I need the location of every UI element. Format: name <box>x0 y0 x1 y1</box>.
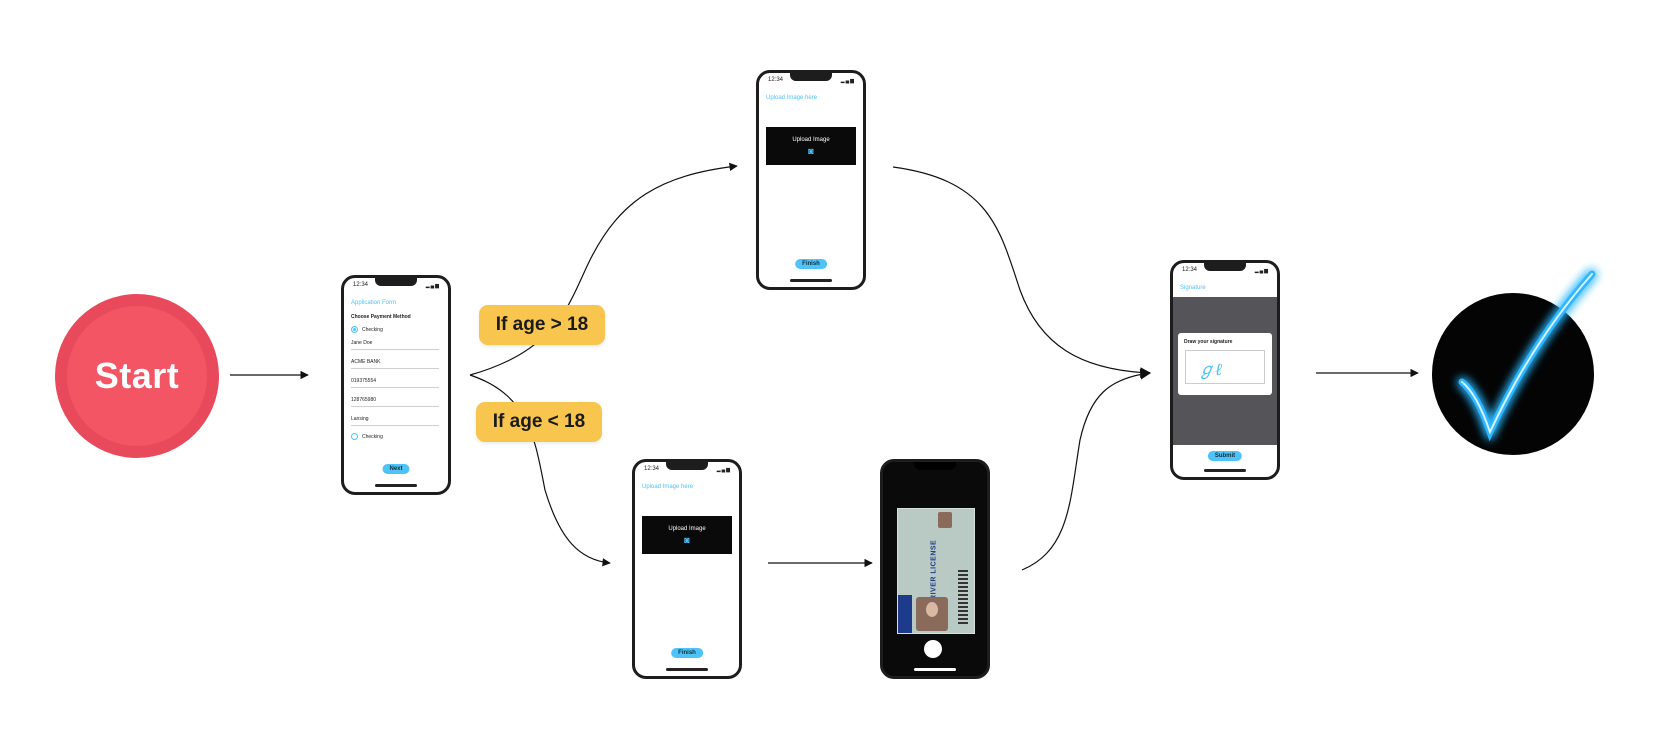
phone-upload-adult: 12:34 ▂▄▆ Upload Image here Upload Image… <box>756 70 866 290</box>
home-indicator <box>375 484 417 487</box>
phone-application-form: 12:34 ▂▄▆ Application Form Choose Paymen… <box>341 275 451 495</box>
field-routing[interactable]: 019375554 <box>351 378 439 388</box>
screen-title: Upload Image here <box>642 484 694 490</box>
condition-adult: If age > 18 <box>479 305 605 345</box>
upload-image-box[interactable]: Upload Image ◙ <box>766 127 856 165</box>
signature-stroke-icon: ℊℓ <box>1198 360 1223 380</box>
radio-label: Checking <box>362 433 383 440</box>
phone-notch <box>1204 263 1246 271</box>
phone-notch <box>790 73 832 81</box>
license-band <box>898 595 912 633</box>
radio-checking-top[interactable]: Checking <box>351 326 383 333</box>
radio-unselected-icon <box>351 433 358 440</box>
status-icons: ▂▄▆ <box>425 283 440 289</box>
shutter-button[interactable] <box>924 640 942 658</box>
field-name[interactable]: Jane Doe <box>351 340 439 350</box>
home-indicator <box>666 668 708 671</box>
home-indicator <box>790 279 832 282</box>
status-time: 12:34 <box>644 466 660 472</box>
screen-title: Application Form <box>351 300 397 306</box>
status-icons: ▂▄▆ <box>840 78 855 84</box>
field-bank[interactable]: ACME BANK <box>351 359 439 369</box>
status-icons: ▂▄▆ <box>1254 268 1269 274</box>
status-icons: ▂▄▆ <box>716 467 731 473</box>
screen-title: Upload Image here <box>766 95 818 101</box>
submit-button[interactable]: Submit <box>1207 451 1243 461</box>
phone-notch <box>914 462 956 470</box>
payment-method-heading: Choose Payment Method <box>351 314 411 320</box>
status-time: 12:34 <box>768 77 784 83</box>
radio-selected-icon <box>351 326 358 333</box>
phone-notch <box>666 462 708 470</box>
start-label: Start <box>67 306 207 446</box>
checkmark-icon <box>1458 270 1596 442</box>
upload-image-box[interactable]: Upload Image ◙ <box>642 516 732 554</box>
phone-notch <box>375 278 417 286</box>
camera-icon: ◙ <box>684 534 690 545</box>
done-node <box>1432 293 1594 455</box>
home-indicator <box>914 668 956 671</box>
license-barcode <box>958 569 968 624</box>
phone-upload-minor: 12:34 ▂▄▆ Upload Image here Upload Image… <box>632 459 742 679</box>
radio-checking-bottom[interactable]: Checking <box>351 433 383 440</box>
phone-license-capture: DRIVER LICENSE <box>880 459 990 679</box>
finish-button[interactable]: Finish <box>671 648 703 658</box>
status-time: 12:34 <box>353 282 369 288</box>
camera-icon: ◙ <box>808 145 814 156</box>
upload-image-label: Upload Image <box>792 136 830 143</box>
field-city[interactable]: Lansing <box>351 416 439 426</box>
arrow-form-to-upload-adult <box>469 162 738 376</box>
arrow-license-to-signature <box>1021 368 1152 571</box>
field-account[interactable]: 128765980 <box>351 397 439 407</box>
signature-card: Draw your signature ℊℓ <box>1178 333 1272 395</box>
next-button[interactable]: Next <box>382 464 410 474</box>
radio-label: Checking <box>362 326 383 333</box>
status-time: 12:34 <box>1182 267 1198 273</box>
start-node: Start <box>55 294 219 458</box>
screen-title: Signature <box>1180 285 1206 291</box>
license-photo-small <box>938 512 952 528</box>
home-indicator <box>1204 469 1246 472</box>
arrow-adult-upload-to-signature <box>892 166 1152 378</box>
upload-image-label: Upload Image <box>668 525 706 532</box>
signature-card-title: Draw your signature <box>1184 339 1233 345</box>
arrow-form-to-upload-minor <box>469 374 611 567</box>
signature-pad[interactable] <box>1185 350 1265 384</box>
license-photo-main <box>916 597 948 631</box>
phone-signature: 12:34 ▂▄▆ Signature Draw your signature … <box>1170 260 1280 480</box>
license-title: DRIVER LICENSE <box>930 539 938 606</box>
driver-license-card: DRIVER LICENSE <box>897 508 975 634</box>
condition-minor: If age < 18 <box>476 402 602 442</box>
finish-button[interactable]: Finish <box>795 259 827 269</box>
